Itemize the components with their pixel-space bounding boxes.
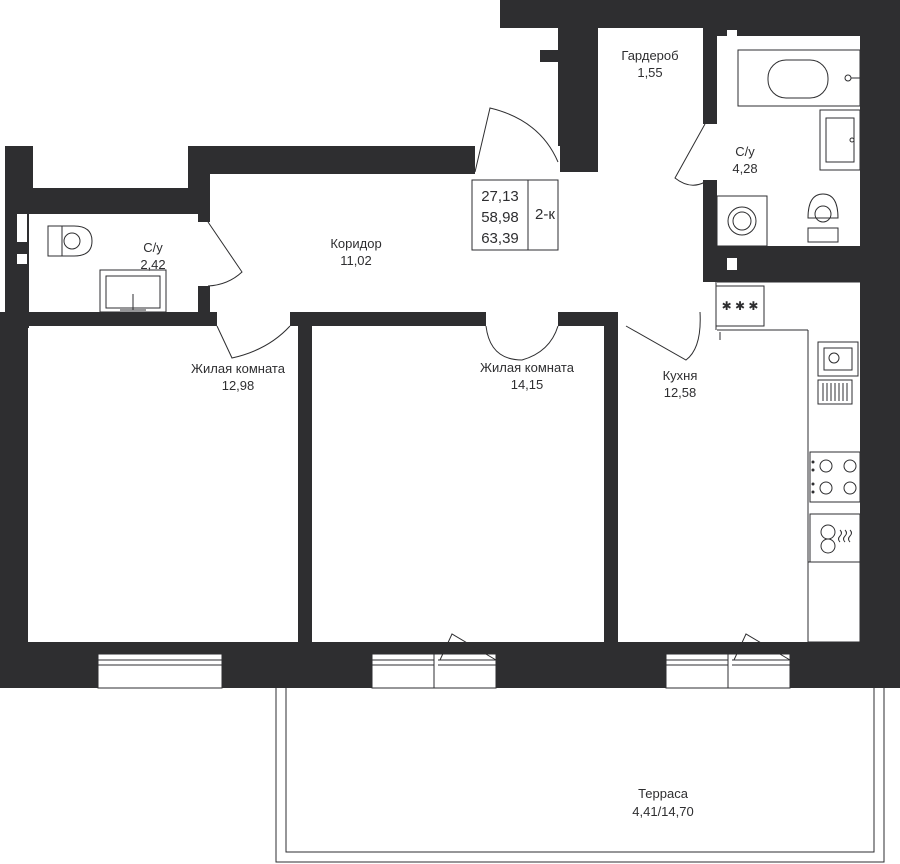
living-2-area: 14,15 [511, 377, 544, 392]
washing-machine-icon [716, 195, 768, 247]
sink-small-icon [99, 269, 167, 313]
bath-small-name: С/у [143, 240, 163, 255]
room-labels: Гардероб 1,55 С/у 4,28 С/у 2,42 Коридор … [140, 48, 757, 819]
kitchen-area: 12,58 [664, 385, 697, 400]
terrace-area: 4,41/14,70 [632, 804, 693, 819]
wardrobe-area: 1,55 [637, 65, 662, 80]
bath-main-door [674, 123, 706, 186]
living-1-door [216, 325, 291, 359]
svg-text:✱ ✱ ✱: ✱ ✱ ✱ [722, 299, 759, 313]
entrance-door [474, 107, 559, 173]
area-summary: 27,13 58,98 63,39 2-к [471, 179, 559, 251]
summary-terrace-area: 63,39 [481, 230, 519, 247]
kitchen-sink-icon [817, 341, 859, 405]
bathtub-icon [737, 49, 861, 107]
terrace [275, 688, 885, 863]
bath-main-name: С/у [735, 144, 755, 159]
corridor-area: 11,02 [340, 253, 372, 268]
kitchen-counter [807, 561, 861, 643]
summary-living-area: 27,13 [481, 188, 519, 205]
cooktop-icon [809, 451, 861, 503]
kitchen-door [625, 311, 701, 361]
living-2-door [485, 325, 559, 361]
doors [207, 107, 706, 361]
toilet-small-icon [47, 225, 93, 257]
bath-small-area: 2,42 [140, 257, 165, 272]
living-1-name: Жилая комната [191, 361, 286, 376]
windows [97, 633, 791, 689]
living-2-name: Жилая комната [480, 360, 575, 375]
corridor-name: Коридор [330, 236, 381, 251]
bath-main-area: 4,28 [732, 161, 757, 176]
living-1-area: 12,98 [222, 378, 255, 393]
fixtures: ✱ ✱ ✱ [47, 49, 861, 643]
wardrobe-name: Гардероб [621, 48, 678, 63]
dishwasher-icon [809, 513, 861, 563]
kitchen-name: Кухня [663, 368, 698, 383]
summary-total-area: 58,98 [481, 209, 519, 226]
terrace-name: Терраса [638, 786, 689, 801]
stove-hood-icon: ✱ ✱ ✱ [715, 285, 765, 327]
walls [0, 0, 900, 688]
bath-small-door [207, 221, 243, 287]
summary-room-count: 2-к [535, 206, 555, 223]
toilet-icon [807, 193, 839, 243]
sink-icon [819, 109, 861, 171]
